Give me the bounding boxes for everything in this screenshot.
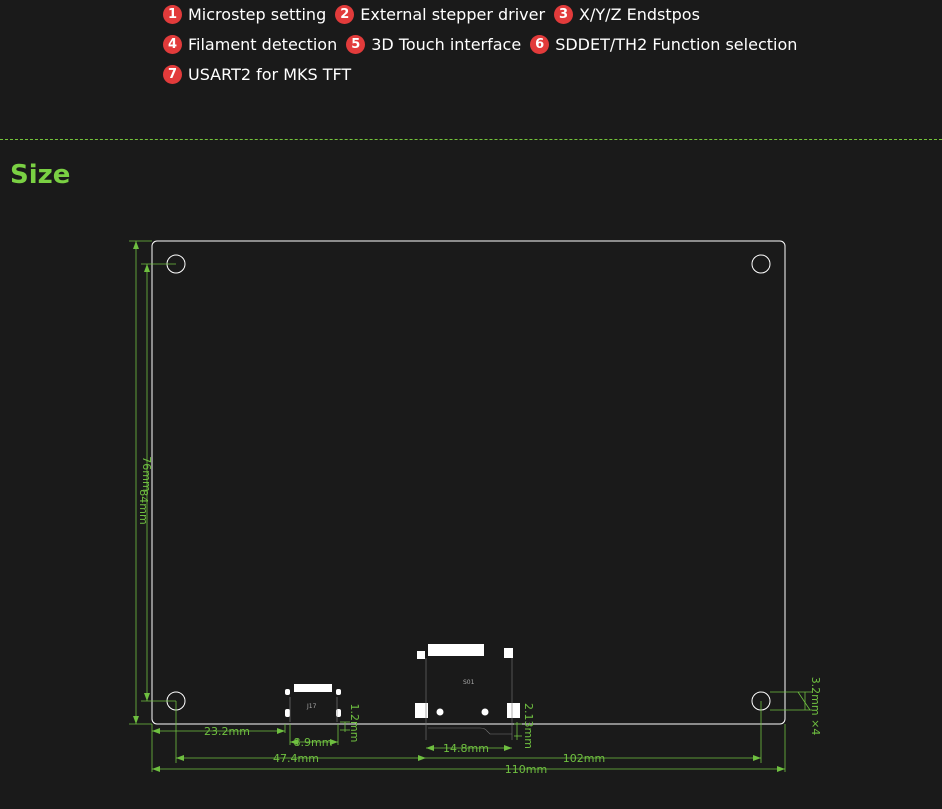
legend-label: 3D Touch interface xyxy=(371,35,522,54)
section-title: Size xyxy=(10,160,71,190)
legend-row-2: 4 Filament detection 5 3D Touch interfac… xyxy=(163,35,806,54)
legend-item-endstops: 3 X/Y/Z Endstpos xyxy=(554,5,700,24)
dim-j17-width: 8.9mm xyxy=(294,736,333,749)
dim-right-to-s01: 102mm xyxy=(563,752,605,765)
s01-label: S01 xyxy=(463,679,475,686)
legend-item-3dtouch: 5 3D Touch interface xyxy=(346,35,521,54)
dimension-lines xyxy=(129,240,812,772)
legend-label: X/Y/Z Endstpos xyxy=(579,5,700,24)
number-badge: 7 xyxy=(163,65,182,84)
legend-label: USART2 for MKS TFT xyxy=(188,65,352,84)
dim-s01-width: 14.8mm xyxy=(443,742,489,755)
section-divider xyxy=(0,139,942,140)
legend-label: Filament detection xyxy=(188,35,338,54)
j17-connector: J17 xyxy=(285,684,341,722)
legend-row-1: 1 Microstep setting 2 External stepper d… xyxy=(163,5,709,24)
dim-height-outer: 84mm xyxy=(137,489,150,524)
number-badge: 5 xyxy=(346,35,366,54)
legend-label: Microstep setting xyxy=(188,5,327,24)
board-outline xyxy=(151,240,786,725)
number-badge: 6 xyxy=(530,35,550,54)
number-badge: 3 xyxy=(554,5,574,24)
legend-item-sddet: 6 SDDET/TH2 Function selection xyxy=(530,35,797,54)
dim-hole-diameter: 3.2mm ×4 xyxy=(809,677,822,736)
s01-connector: S01 xyxy=(415,644,520,740)
legend-item-filament: 4 Filament detection xyxy=(163,35,337,54)
number-badge: 2 xyxy=(335,5,355,24)
dim-j17-offset: 1.2mm xyxy=(348,704,361,743)
legend-label: External stepper driver xyxy=(360,5,546,24)
dim-hole-to-j17: 47.4mm xyxy=(273,752,319,765)
dim-width-outer: 110mm xyxy=(505,763,547,776)
legend-item-external-driver: 2 External stepper driver xyxy=(335,5,545,24)
legend-item-usart2: 7 USART2 for MKS TFT xyxy=(163,65,351,84)
dim-s01-offset: 2.13mm xyxy=(522,703,535,749)
dim-height-holes: 76mm xyxy=(140,456,153,491)
number-badge: 4 xyxy=(163,35,182,54)
dim-edge-to-j17: 23.2mm xyxy=(204,725,250,738)
mounting-hole xyxy=(751,254,771,274)
dimension-arrows xyxy=(133,241,785,772)
j17-label: J17 xyxy=(306,703,317,710)
legend-item-microstep: 1 Microstep setting xyxy=(163,5,326,24)
legend-label: SDDET/TH2 Function selection xyxy=(555,35,798,54)
legend-row-3: 7 USART2 for MKS TFT xyxy=(163,65,360,84)
number-badge: 1 xyxy=(163,5,182,24)
